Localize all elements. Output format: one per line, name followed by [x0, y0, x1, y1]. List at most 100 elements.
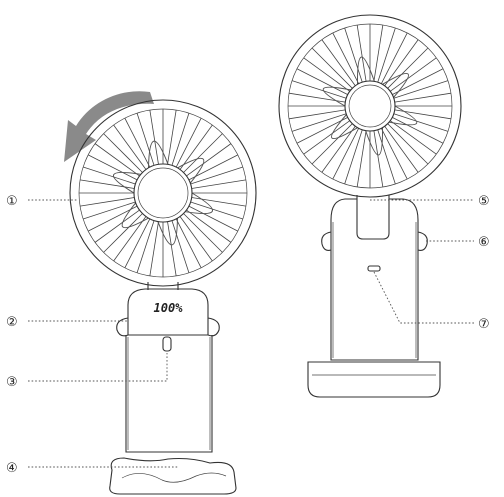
grille-spoke	[179, 124, 213, 170]
fan-blade	[185, 192, 214, 215]
callout-1: ①	[6, 194, 18, 209]
grille-spoke	[387, 123, 429, 165]
grille-spoke	[392, 68, 444, 96]
grille-spoke	[113, 216, 147, 262]
fan-blades	[79, 109, 247, 277]
grille-spoke	[103, 213, 143, 253]
rotation-arrow-icon	[64, 91, 154, 162]
grille-spoke	[311, 123, 353, 165]
grille-spoke	[393, 80, 449, 99]
grille-spoke	[190, 201, 244, 220]
fan-blade	[356, 56, 375, 85]
grille-spoke	[291, 80, 347, 99]
fan-blade	[331, 114, 358, 139]
grille-spoke	[167, 221, 177, 277]
power-button	[162, 336, 172, 352]
grille-spoke	[377, 27, 396, 83]
grille-spoke	[87, 205, 138, 232]
fan-blade	[177, 157, 205, 184]
grille-spoke	[94, 209, 140, 243]
display-reading: 100%	[154, 301, 184, 315]
grille-spoke	[303, 57, 351, 92]
base-stand-rear	[307, 361, 441, 398]
base-stand	[109, 457, 237, 495]
fan-bracket	[356, 195, 390, 240]
fan-body-front	[109, 282, 237, 495]
grille-spoke	[394, 92, 452, 103]
grille-spoke	[380, 32, 408, 84]
grille-spoke	[288, 109, 346, 120]
grille-spoke	[124, 117, 151, 168]
grille-spoke	[389, 57, 437, 92]
grille-spoke	[136, 112, 155, 166]
grille-spoke	[82, 166, 136, 185]
grille-spoke	[373, 24, 384, 82]
grille-spoke	[387, 47, 429, 89]
grille-spoke	[149, 221, 159, 277]
grille-spoke	[79, 197, 135, 207]
grille-spoke	[332, 128, 360, 180]
right-fan	[278, 14, 462, 398]
grille-spoke	[321, 125, 356, 173]
grille-spoke	[175, 117, 202, 168]
fan-head-front	[69, 99, 257, 287]
grille-spoke	[389, 120, 437, 155]
fan-blade	[382, 73, 409, 98]
callout-5: ⑤	[478, 194, 490, 209]
grille-spoke	[373, 130, 384, 188]
fan-blade	[365, 127, 384, 156]
grille-spoke	[344, 129, 363, 185]
grille-spoke	[296, 68, 348, 96]
fan-blade	[157, 218, 178, 246]
grille-spoke	[124, 218, 151, 269]
grille-spoke	[380, 128, 408, 180]
grille-spoke	[94, 143, 140, 177]
callout-6: ⑥	[478, 235, 490, 250]
charging-port	[367, 265, 381, 272]
grille-spoke	[186, 209, 232, 243]
fan-blade	[389, 105, 418, 126]
grille-spoke	[356, 130, 367, 188]
grille-spoke	[113, 124, 147, 170]
grille-spoke	[82, 201, 136, 220]
grille-spoke	[291, 113, 347, 132]
callout-4: ④	[6, 461, 18, 476]
fan-blade	[112, 171, 141, 194]
grille-spoke	[188, 154, 239, 181]
grille-spoke	[179, 216, 213, 262]
grille-spoke	[136, 220, 155, 274]
left-fan: 100%	[64, 91, 257, 495]
grille-spoke	[332, 32, 360, 84]
grille-spoke	[175, 218, 202, 269]
grille-spoke	[377, 129, 396, 185]
callout-3: ③	[6, 375, 18, 390]
grille-spoke	[186, 143, 232, 177]
grille-spoke	[103, 133, 143, 173]
grille-spoke	[384, 125, 419, 173]
callout-2: ②	[6, 315, 18, 330]
fan-blade	[148, 140, 169, 168]
grille-spoke	[356, 24, 367, 82]
grille-spoke	[183, 133, 223, 173]
grille-spoke	[392, 116, 444, 144]
callout-7: ⑦	[478, 317, 490, 332]
grille-spoke	[167, 109, 177, 165]
grille-spoke	[87, 154, 138, 181]
fan-blade	[322, 86, 351, 107]
fan-blades	[288, 24, 452, 188]
grille-spoke	[171, 220, 190, 274]
grille-spoke	[393, 113, 449, 132]
grille-spoke	[183, 213, 223, 253]
grille-spoke	[191, 179, 247, 189]
grille-spoke	[344, 27, 363, 83]
grille-spoke	[171, 112, 190, 166]
grille-spoke	[311, 47, 353, 89]
callouts: ① ② ③ ④ ⑤ ⑥ ⑦	[6, 194, 490, 476]
fan-body-rear	[307, 195, 441, 398]
grille-spoke	[188, 205, 239, 232]
grille-spoke	[149, 109, 159, 165]
fan-head-rear	[278, 14, 462, 198]
grille-spoke	[303, 120, 351, 155]
grille-spoke	[384, 39, 419, 87]
